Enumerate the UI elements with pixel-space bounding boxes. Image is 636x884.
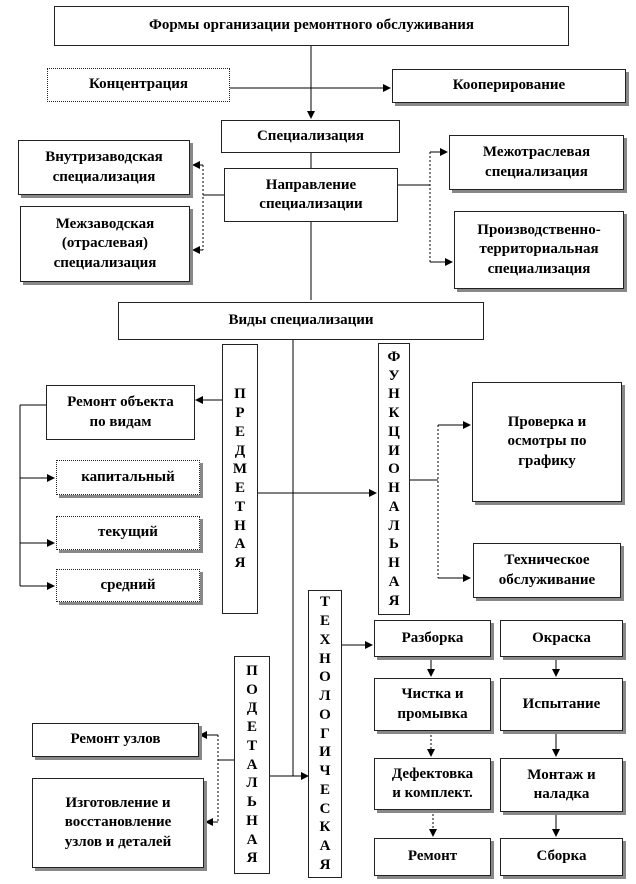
direction-box: Направление специализации	[224, 168, 398, 222]
cooperation-box: Кооперирование	[392, 69, 626, 103]
inter-plant-box: Межзаводская (отраслевая) специализация	[20, 206, 190, 282]
defect-box: Дефектовка и комплект.	[374, 758, 491, 810]
specialization-box: Специализация	[221, 120, 400, 153]
page-title: Формы организации ремонтного обслуживани…	[54, 6, 569, 46]
inspection-box: Проверка и осмотры по графику	[472, 382, 622, 502]
repair-by-type-box: Ремонт объекта по видам	[46, 385, 195, 440]
assembly-adjust-box: Монтаж и наладка	[500, 758, 623, 812]
unit-repair-box: Ремонт узлов	[32, 723, 199, 757]
manufacture-box: Изготовление и восстановление узлов и де…	[32, 778, 204, 868]
assembly-box: Сборка	[500, 838, 623, 876]
types-box: Виды специализации	[118, 302, 484, 340]
painting-box: Окраска	[500, 620, 623, 657]
medium-repair-box: средний	[56, 569, 200, 602]
detail-specialization: П О Д Е Т А Л Ь Н А Я	[234, 656, 270, 874]
repair-step-box: Ремонт	[374, 838, 491, 876]
maintenance-box: Техническое обслуживание	[473, 543, 621, 598]
intra-plant-box: Внутризаводская специализация	[18, 140, 190, 195]
current-repair-box: текущий	[56, 516, 200, 550]
territorial-box: Производственно- территориальная специал…	[454, 211, 624, 289]
disassembly-box: Разборка	[374, 620, 491, 657]
testing-box: Испытание	[500, 678, 623, 731]
cleaning-box: Чистка и промывка	[374, 678, 491, 731]
functional-specialization: Ф У Н К Ц И О Н А Л Ь Н А Я	[378, 343, 410, 615]
technological-specialization: Т Е Х Н О Л О Г И Ч Е С К А Я	[308, 590, 342, 878]
subject-specialization: П Р Е Д М Е Т Н А Я	[222, 344, 258, 614]
inter-industry-box: Межотраслевая специализация	[449, 135, 624, 190]
capital-repair-box: капитальный	[56, 460, 200, 495]
concentration-box: Концентрация	[47, 68, 230, 102]
